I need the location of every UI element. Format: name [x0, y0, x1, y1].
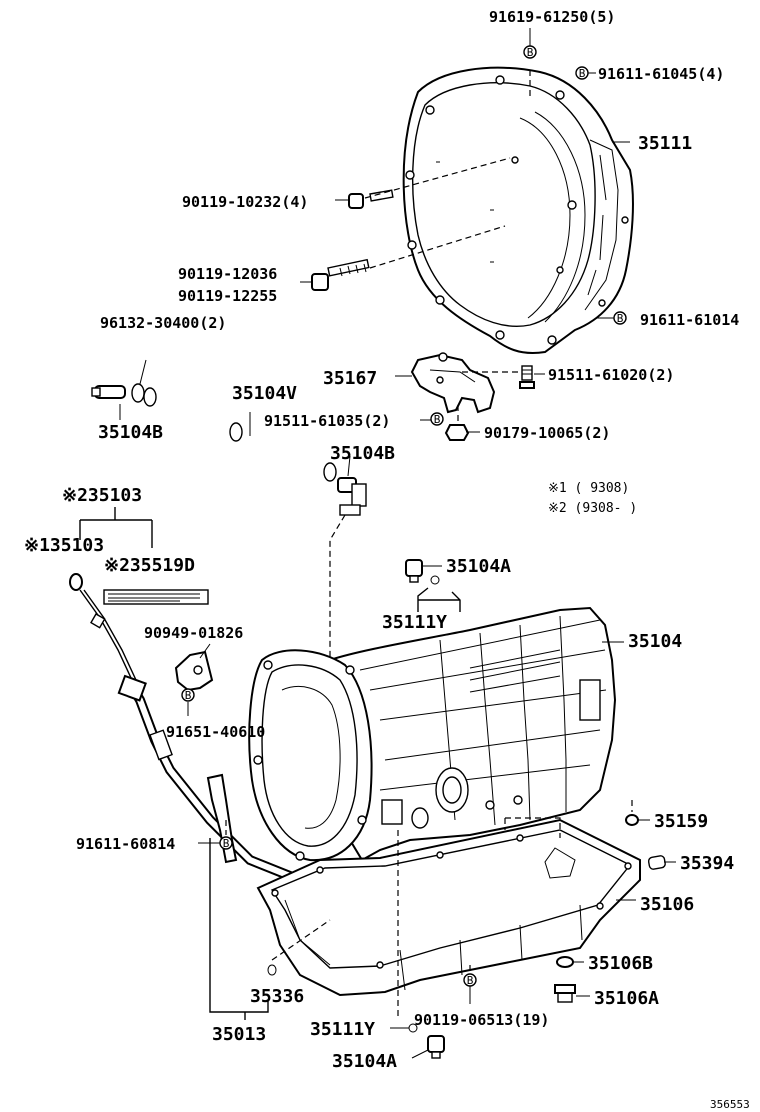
circled-b-icon: B [434, 413, 441, 426]
b-marker-6: B [219, 836, 233, 850]
bolt-90119-10232[interactable] [348, 189, 394, 209]
label-90949-01826: 90949-01826 [144, 624, 243, 642]
converter-housing[interactable] [402, 66, 634, 354]
circled-b-icon: B [223, 837, 230, 850]
bracket-35167[interactable] [410, 352, 496, 414]
label-91611-61045: 91611-61045(4) [598, 65, 724, 83]
bolt-91511-61020[interactable] [519, 365, 535, 389]
circled-b-icon: B [579, 67, 586, 80]
hose-clamp-center[interactable] [229, 422, 243, 442]
caution-label-icon [103, 589, 209, 605]
circled-b-icon: B [527, 46, 534, 59]
label-35103-left: ※135103 [24, 535, 104, 556]
label-91611-61014: 91611-61014 [640, 311, 739, 329]
label-35104A-bottom: 35104A [332, 1051, 397, 1072]
reference-number: 356553 [710, 1098, 750, 1111]
transmission-case-35104[interactable] [248, 606, 617, 862]
label-91511-61020: 91511-61020(2) [548, 366, 674, 384]
b-marker-1: B [523, 45, 537, 59]
breather-plug-35104B-right[interactable] [323, 462, 367, 516]
label-35519D: ※235519D [104, 555, 195, 576]
label-90119-06513: 90119-06513(19) [414, 1011, 549, 1029]
label-91651-40610: 91651-40610 [166, 723, 265, 741]
label-35167: 35167 [323, 368, 377, 389]
plug-35104A-bottom[interactable] [427, 1035, 445, 1059]
label-96132-30400: 96132-30400(2) [100, 314, 226, 332]
label-90119-12255: 90119-12255 [178, 287, 277, 305]
bolt-90119-12036[interactable] [311, 258, 370, 291]
label-35013: 35013 [212, 1024, 266, 1045]
circled-b-icon: B [185, 689, 192, 702]
gasket-35159[interactable] [625, 814, 639, 826]
gasket-35106B[interactable] [556, 956, 574, 968]
label-35104B-left: 35104B [98, 422, 163, 443]
b-marker-4: B [430, 412, 444, 426]
label-91511-61035: 91511-61035(2) [264, 412, 390, 430]
plug-35104A-top[interactable] [405, 559, 423, 583]
label-35103-top: ※235103 [62, 485, 142, 506]
b-marker-3: B [613, 311, 627, 325]
note-1: ※1 ( 9308) [548, 481, 629, 496]
label-91619-61250: 91619-61250(5) [489, 8, 615, 26]
circled-b-icon: B [467, 974, 474, 987]
nut-90179-10065[interactable] [444, 424, 470, 441]
label-35159: 35159 [654, 811, 708, 832]
b-marker-5: B [181, 688, 195, 702]
label-35111Y-top: 35111Y [382, 612, 447, 633]
label-91611-60814: 91611-60814 [76, 835, 175, 853]
label-35104B-right: 35104B [330, 443, 395, 464]
label-35104: 35104 [628, 631, 682, 652]
tube-bracket-90949-01826[interactable] [174, 650, 214, 692]
magnet-35394[interactable] [647, 855, 666, 870]
oring-35336[interactable] [267, 964, 277, 976]
label-35106: 35106 [640, 894, 694, 915]
label-90179-10065: 90179-10065(2) [484, 424, 610, 442]
oil-pan-35106[interactable] [256, 818, 641, 997]
label-35111: 35111 [638, 133, 692, 154]
drain-plug-35106A[interactable] [554, 984, 576, 1003]
b-marker-7: B [463, 973, 477, 987]
label-90119-12036: 90119-12036 [178, 265, 277, 283]
note-2: ※2 (9308- ) [548, 501, 637, 516]
dipstick-35103[interactable] [69, 573, 137, 681]
b-marker-2: B [575, 66, 589, 80]
label-35104A-top: 35104A [446, 556, 511, 577]
circled-b-icon: B [617, 312, 624, 325]
label-35336: 35336 [250, 986, 304, 1007]
label-35394: 35394 [680, 853, 734, 874]
hose-clamp-96132-30400[interactable] [131, 359, 157, 407]
label-35106B: 35106B [588, 953, 653, 974]
label-35106A: 35106A [594, 988, 659, 1009]
label-35111Y-bottom: 35111Y [310, 1019, 375, 1040]
breather-plug-35104B-left[interactable] [91, 385, 126, 399]
label-35104V: 35104V [232, 383, 297, 404]
label-90119-10232: 90119-10232(4) [182, 193, 308, 211]
